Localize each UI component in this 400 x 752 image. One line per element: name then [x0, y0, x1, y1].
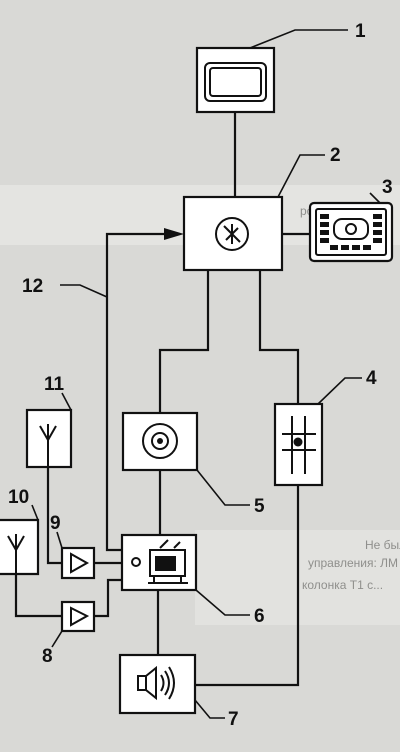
- wire-control-disc: [158, 270, 210, 413]
- callout-6: 6: [254, 606, 265, 627]
- radio-control-panel: [308, 201, 394, 263]
- display-screen-icon: [204, 62, 267, 102]
- callout-5: 5: [254, 496, 265, 517]
- antenna-icon: [39, 424, 57, 467]
- leader-7: [194, 699, 225, 719]
- background-text-1a: Не было указано: [365, 538, 400, 552]
- callout-2: 2: [330, 145, 341, 166]
- control-unit: [182, 195, 284, 272]
- background-text-3: колонка Т1 с...: [302, 578, 383, 592]
- wire-antenna-11: [46, 467, 62, 565]
- callout-9: 9: [50, 513, 61, 534]
- leader-11: [61, 392, 72, 411]
- leader-2: [277, 154, 325, 198]
- callout-3: 3: [382, 177, 393, 198]
- cross-connector-icon: [282, 416, 316, 474]
- speaker-unit: [118, 653, 197, 715]
- tv-receiver-icon: [148, 539, 188, 584]
- amplifier-triangle-icon: [70, 552, 90, 574]
- asterisk-icon: [215, 217, 249, 251]
- antenna-10: [0, 518, 40, 576]
- leader-3: [369, 192, 381, 204]
- wire-amp8-tuner: [94, 578, 122, 618]
- tuner-unit: [120, 533, 198, 592]
- leader-4: [317, 377, 362, 405]
- leader-6: [195, 589, 250, 616]
- callout-12: 12: [22, 276, 43, 297]
- wire-control-connector: [258, 270, 300, 404]
- signal-arrow: [164, 228, 184, 240]
- disc-player-unit: [121, 411, 199, 472]
- speaker-icon: [137, 665, 175, 701]
- leader-9: [56, 531, 63, 549]
- amplifier-9: [60, 546, 96, 580]
- tuner-indicator: [131, 557, 141, 567]
- disc-icon: [142, 423, 178, 459]
- antenna-11: [25, 408, 73, 469]
- leader-12: [60, 284, 108, 298]
- display-unit: [195, 46, 276, 114]
- callout-11: 11: [44, 374, 65, 395]
- callout-1: 1: [355, 21, 366, 42]
- radio-panel-icon: [315, 208, 387, 256]
- callout-8: 8: [42, 646, 53, 667]
- background-text-2: управления: ЛМ: [308, 556, 398, 570]
- wire-antenna-10: [14, 574, 62, 618]
- amplifier-8: [60, 600, 96, 633]
- connector-unit: [273, 402, 324, 487]
- leader-10: [31, 504, 39, 521]
- callout-10: 10: [8, 487, 29, 508]
- leader-5: [196, 469, 250, 506]
- callout-7: 7: [228, 709, 239, 730]
- callout-4: 4: [366, 368, 377, 389]
- leader-1: [249, 29, 348, 49]
- wire-connector-speaker: [195, 485, 300, 687]
- amplifier-triangle-icon: [70, 606, 90, 627]
- antenna-icon: [7, 534, 25, 574]
- wire-signal-12: [105, 232, 165, 552]
- leader-8: [51, 630, 63, 648]
